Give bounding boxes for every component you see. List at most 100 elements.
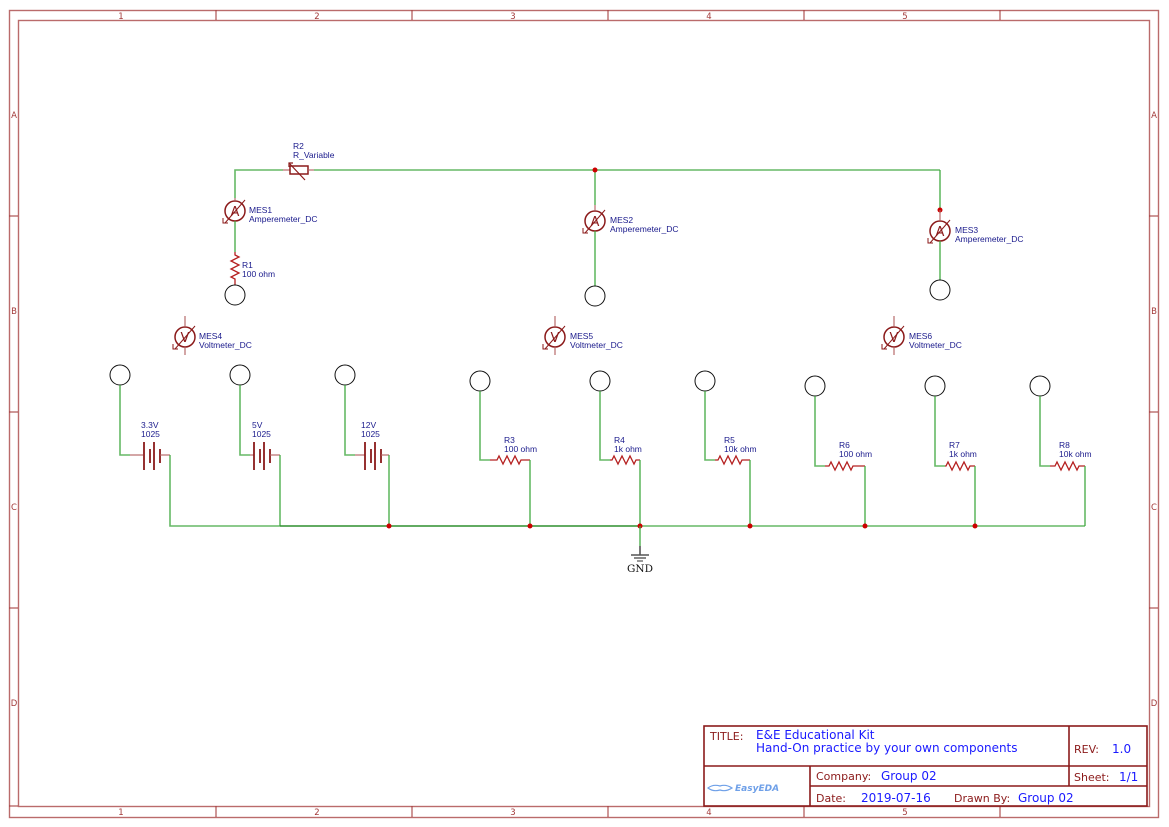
resistor-r8[interactable]: R8 10k ohm <box>1029 375 1092 526</box>
drawn-by-value: Group 02 <box>1018 791 1074 805</box>
column-label: 1 <box>118 808 123 818</box>
row-label: A <box>1151 111 1157 121</box>
ammeter-mes1[interactable]: A MES1 Amperemeter_DC <box>222 198 318 252</box>
component-ref: R3 <box>504 435 515 445</box>
test-point[interactable] <box>584 285 606 307</box>
top-circuit: R2 R_Variable A MES1 Amperemeter_DC R1 1… <box>222 141 1024 307</box>
test-point[interactable] <box>1029 375 1051 397</box>
battery-voltage: 3.3V <box>141 420 159 430</box>
component-ref: MES3 <box>955 225 978 235</box>
row-label: C <box>11 503 17 513</box>
test-point[interactable] <box>924 375 946 397</box>
resistor-r7[interactable]: R7 1k ohm <box>924 375 977 526</box>
junction <box>862 523 868 529</box>
component-value: Amperemeter_DC <box>955 234 1024 244</box>
test-point[interactable] <box>109 364 131 386</box>
resistor-r3[interactable]: R3 100 ohm <box>469 370 537 526</box>
battery-5v[interactable]: 5V 1025 <box>229 364 281 526</box>
column-label: 3 <box>510 12 515 22</box>
column-label: 5 <box>902 808 907 818</box>
component-value: 10k ohm <box>724 444 757 454</box>
voltmeter-mes4[interactable]: V MES4 Voltmeter_DC <box>172 316 252 355</box>
easyeda-logo: EasyEDA <box>707 784 779 794</box>
junction <box>386 523 392 529</box>
battery-model: 1025 <box>361 429 380 439</box>
resistor-r5[interactable]: R5 10k ohm <box>694 370 757 526</box>
column-label: 4 <box>706 12 711 22</box>
svg-text:V: V <box>551 331 560 346</box>
resistor-r1[interactable]: R1 100 ohm <box>229 252 275 285</box>
component-value: R_Variable <box>293 150 335 160</box>
voltmeter-mes5[interactable]: V MES5 Voltmeter_DC <box>542 316 623 355</box>
svg-text:A: A <box>591 215 600 230</box>
ammeter-mes2[interactable]: A MES2 Amperemeter_DC <box>582 205 679 286</box>
component-ref: MES6 <box>909 331 932 341</box>
column-label: 3 <box>510 808 515 818</box>
component-value: 100 ohm <box>839 449 872 459</box>
component-value: 100 ohm <box>504 444 537 454</box>
row-label: C <box>1151 503 1157 513</box>
ammeter-mes3[interactable]: A MES3 Amperemeter_DC <box>927 210 1024 280</box>
test-point[interactable] <box>229 364 251 386</box>
battery-3v3[interactable]: 3.3V 1025 <box>109 364 280 527</box>
svg-text:A: A <box>231 205 240 220</box>
component-ref: R7 <box>949 440 960 450</box>
component-ref: R8 <box>1059 440 1070 450</box>
row-label: A <box>11 111 17 121</box>
cloud-icon <box>707 784 734 792</box>
variable-resistor-r2[interactable]: R2 R_Variable <box>283 141 335 181</box>
resistor-r6[interactable]: R6 100 ohm <box>804 375 872 526</box>
junction <box>747 523 753 529</box>
battery-12v[interactable]: 12V 1025 <box>334 364 390 526</box>
date-label: Date: <box>816 792 846 805</box>
test-point[interactable] <box>334 364 356 386</box>
column-label: 1 <box>118 12 123 22</box>
test-point[interactable] <box>224 284 246 306</box>
battery-model: 1025 <box>141 429 160 439</box>
rev-label: REV: <box>1074 743 1099 756</box>
component-ref: MES5 <box>570 331 593 341</box>
component-value: Voltmeter_DC <box>199 340 252 350</box>
sheet-frame: 1 2 3 4 5 1 2 3 4 5 A B C D A B C D <box>8 9 1160 819</box>
test-point[interactable] <box>469 370 491 392</box>
component-value: Voltmeter_DC <box>570 340 623 350</box>
row-label: B <box>11 307 17 317</box>
svg-text:V: V <box>890 331 899 346</box>
battery-voltage: 5V <box>252 420 263 430</box>
component-value: 100 ohm <box>242 269 275 279</box>
test-point[interactable] <box>589 370 611 392</box>
date-value: 2019-07-16 <box>861 791 931 805</box>
svg-text:A: A <box>936 225 945 240</box>
component-ref: R4 <box>614 435 625 445</box>
title-line-1: E&E Educational Kit <box>756 728 875 742</box>
component-value: 1k ohm <box>614 444 642 454</box>
test-point[interactable] <box>694 370 716 392</box>
title-line-2: Hand-On practice by your own components <box>756 741 1018 755</box>
component-value: Amperemeter_DC <box>249 214 318 224</box>
ground-bus <box>280 523 1085 546</box>
junction <box>527 523 533 529</box>
voltmeter-mes6[interactable]: V MES6 Voltmeter_DC <box>881 316 962 355</box>
column-label: 5 <box>902 12 907 22</box>
component-value: Voltmeter_DC <box>909 340 962 350</box>
junction <box>592 167 598 173</box>
column-label: 4 <box>706 808 711 818</box>
column-label: 2 <box>314 12 319 22</box>
test-point[interactable] <box>929 279 951 301</box>
row-label: D <box>1151 699 1158 709</box>
company-value: Group 02 <box>881 769 937 783</box>
svg-text:V: V <box>181 331 190 346</box>
column-label: 2 <box>314 808 319 818</box>
title-label: TITLE: <box>709 730 743 743</box>
component-ref: R6 <box>839 440 850 450</box>
test-point[interactable] <box>804 375 826 397</box>
battery-voltage: 12V <box>361 420 376 430</box>
resistor-r4[interactable]: R4 1k ohm <box>589 370 642 526</box>
company-label: Company: <box>816 770 871 783</box>
drawn-by-label: Drawn By: <box>954 792 1010 805</box>
component-ref: R2 <box>293 141 304 151</box>
ground-symbol: GND <box>627 546 653 575</box>
wire[interactable] <box>234 169 283 198</box>
component-value: Amperemeter_DC <box>610 224 679 234</box>
